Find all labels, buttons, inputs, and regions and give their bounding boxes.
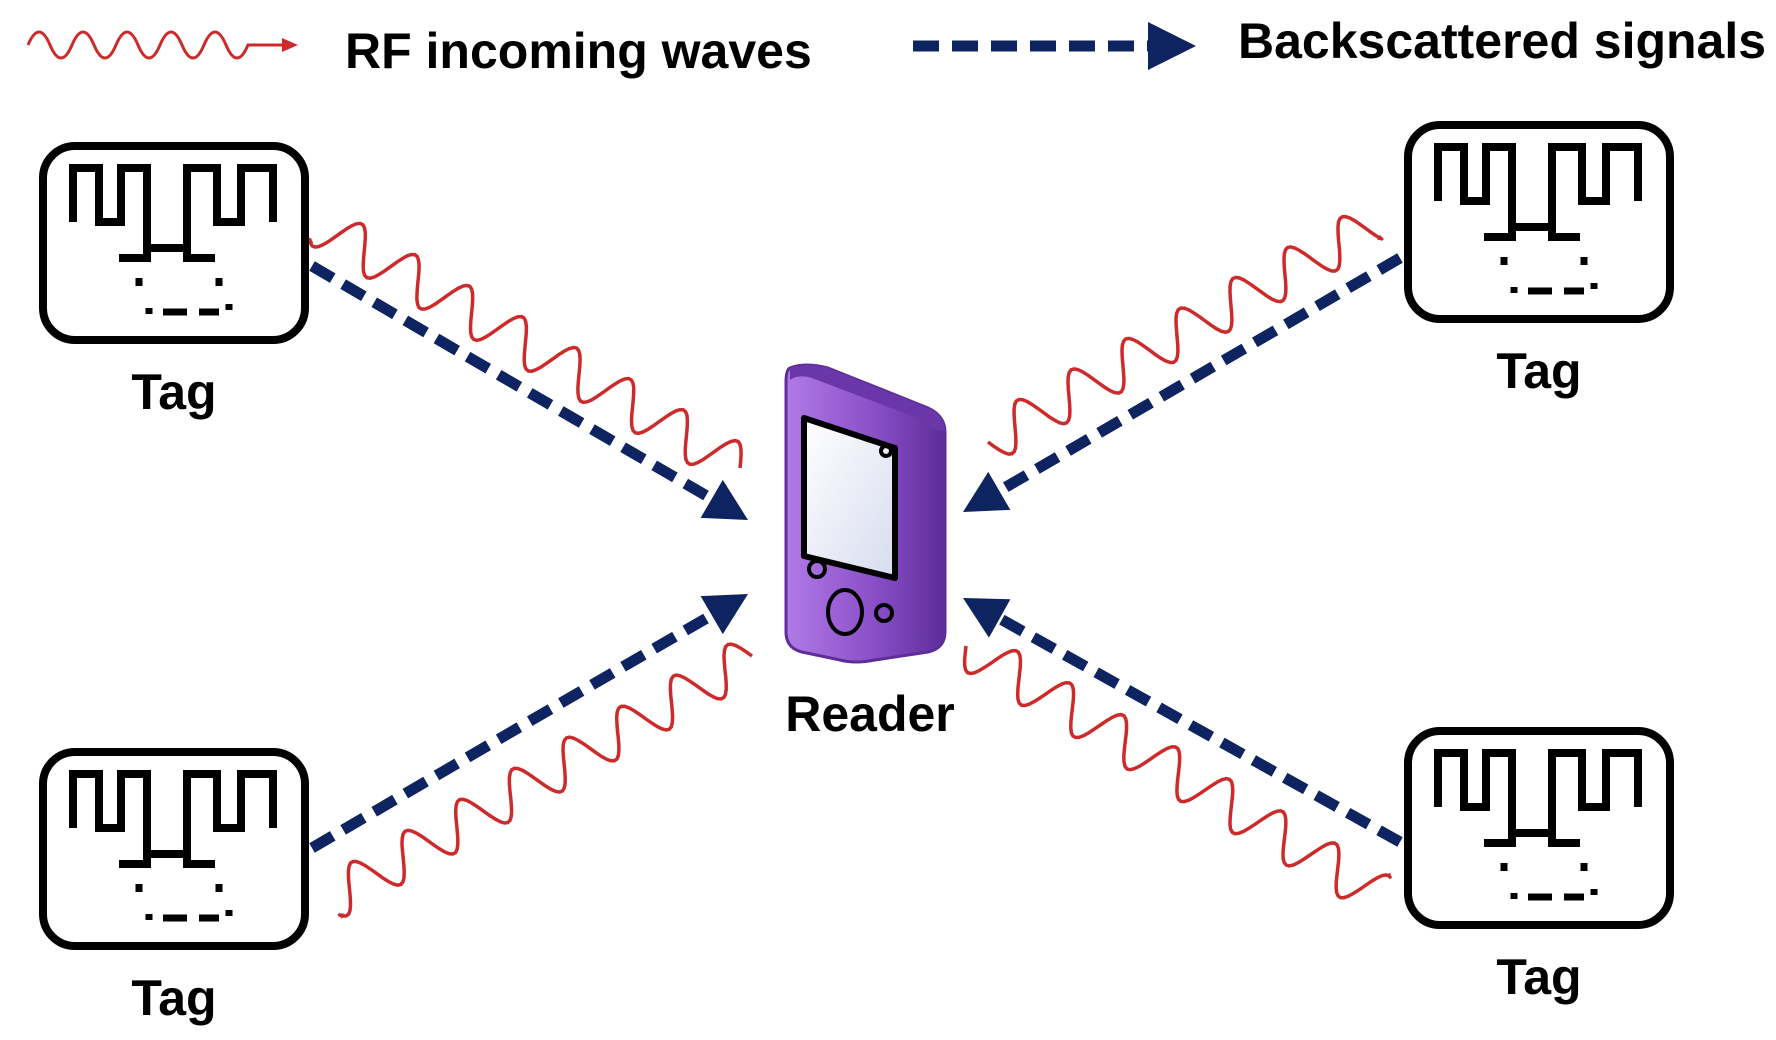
tag-top-right: Tag [1404, 121, 1674, 399]
legend-rf-symbol [26, 30, 298, 60]
legend-rf-arrowhead [282, 38, 298, 52]
tag-label: Tag [131, 970, 216, 1026]
backscatter-link-top-right-arrowhead [963, 471, 1011, 512]
reader: Reader [784, 363, 955, 742]
legend-rf-label: RF incoming waves [345, 23, 812, 79]
tag-antenna-icon [39, 142, 309, 344]
backscatter-link-top-left [309, 261, 715, 504]
legend-backscatter-label: Backscattered signals [1238, 13, 1766, 69]
legend-rf-wave [26, 30, 284, 60]
backscatter-link-bottom-left [309, 610, 715, 853]
backscatter-link-top-left-arrowhead [700, 479, 748, 520]
legend: RF incoming waves Backscattered signals [26, 13, 1766, 79]
tag-label: Tag [1496, 949, 1581, 1005]
tag-antenna-icon [1404, 727, 1674, 929]
backscatter-link-top-right [996, 253, 1403, 496]
rf-wave-bottom-right [962, 645, 1393, 900]
reader-device-icon [784, 363, 947, 664]
backscatter-link-bottom-right [996, 613, 1403, 847]
tag-label: Tag [131, 364, 216, 420]
rf-wave-bottom-left [337, 642, 754, 919]
rf-wave-top-right [986, 214, 1384, 456]
tag-label: Tag [1496, 343, 1581, 399]
reader-label: Reader [785, 686, 955, 742]
tag-antenna-icon [1404, 121, 1674, 323]
backscatter-link-bottom-right-arrowhead [963, 598, 1011, 638]
signal-links [307, 214, 1403, 919]
legend-backscatter-arrowhead [1148, 22, 1196, 70]
backscatter-link-bottom-left-arrowhead [700, 594, 748, 635]
rf-wave-top-left [307, 221, 743, 469]
tag-antenna-icon [39, 748, 309, 950]
tag-bottom-right: Tag [1404, 727, 1674, 1005]
tag-top-left: Tag [39, 142, 309, 420]
legend-backscatter-symbol [913, 22, 1196, 70]
tag-bottom-left: Tag [39, 748, 309, 1026]
